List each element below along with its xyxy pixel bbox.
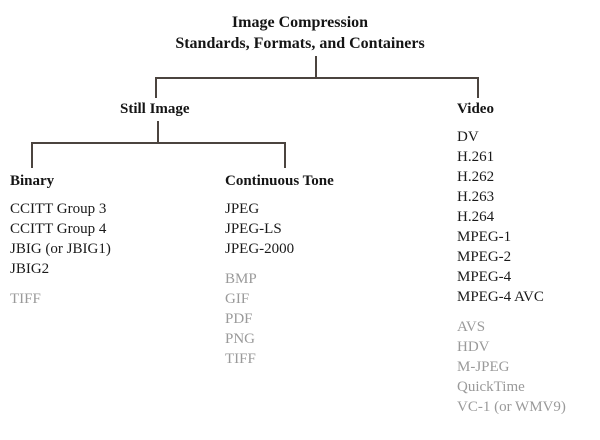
continuous-tone-containers-group: BMP GIF PDF PNG TIFF	[225, 269, 294, 369]
list-item: TIFF	[10, 291, 41, 307]
node-binary: Binary	[10, 173, 55, 189]
video-format-list: DV H.261 H.262 H.263 H.264 MPEG-1 MPEG-2…	[457, 127, 566, 417]
binary-format-list: CCITT Group 3 CCITT Group 4 JBIG (or JBI…	[10, 199, 111, 309]
node-video: Video	[457, 101, 494, 117]
list-item: M-JPEG	[457, 359, 510, 375]
connector-still-image-drop	[155, 77, 157, 98]
list-item: DV	[457, 129, 479, 145]
connector-root-bar	[155, 77, 479, 79]
diagram-title: Image Compression Standards, Formats, an…	[0, 12, 600, 54]
list-item: CCITT Group 4	[10, 221, 107, 237]
node-still-image: Still Image	[120, 101, 190, 117]
binary-standards-group: CCITT Group 3 CCITT Group 4 JBIG (or JBI…	[10, 199, 111, 279]
connector-root-stem	[315, 56, 317, 79]
list-item: JPEG	[225, 201, 260, 217]
connector-continuous-tone-drop	[284, 142, 286, 168]
list-item: PNG	[225, 331, 256, 347]
list-item: JPEG-2000	[225, 241, 295, 257]
list-item: MPEG-4	[457, 269, 512, 285]
connector-still-image-stem	[157, 121, 159, 143]
list-item: JBIG2	[10, 261, 50, 277]
list-item: MPEG-2	[457, 249, 512, 265]
continuous-tone-format-list: JPEG JPEG-LS JPEG-2000 BMP GIF PDF PNG T…	[225, 199, 294, 369]
list-item: CCITT Group 3	[10, 201, 107, 217]
node-continuous-tone: Continuous Tone	[225, 173, 334, 189]
connector-still-image-bar	[31, 142, 286, 144]
video-containers-group: AVS HDV M-JPEG QuickTime VC-1 (or WMV9)	[457, 317, 566, 417]
connector-binary-drop	[31, 142, 33, 168]
connector-video-drop	[477, 77, 479, 98]
list-item: H.261	[457, 149, 495, 165]
binary-containers-group: TIFF	[10, 289, 111, 309]
list-item: AVS	[457, 319, 486, 335]
list-item: PDF	[225, 311, 253, 327]
list-item: TIFF	[225, 351, 256, 367]
diagram-title-line1: Image Compression	[231, 14, 369, 31]
list-item: BMP	[225, 271, 257, 287]
list-item: MPEG-1	[457, 229, 512, 245]
list-item: VC-1 (or WMV9)	[457, 399, 566, 415]
list-item: H.264	[457, 209, 495, 225]
continuous-tone-standards-group: JPEG JPEG-LS JPEG-2000	[225, 199, 294, 259]
video-standards-group: DV H.261 H.262 H.263 H.264 MPEG-1 MPEG-2…	[457, 127, 566, 307]
list-item: QuickTime	[457, 379, 525, 395]
list-item: MPEG-4 AVC	[457, 289, 544, 305]
list-item: GIF	[225, 291, 250, 307]
list-item: JPEG-LS	[225, 221, 282, 237]
list-item: H.262	[457, 169, 495, 185]
diagram-title-line2: Standards, Formats, and Containers	[175, 35, 425, 52]
list-item: HDV	[457, 339, 490, 355]
list-item: H.263	[457, 189, 495, 205]
list-item: JBIG (or JBIG1)	[10, 241, 111, 257]
